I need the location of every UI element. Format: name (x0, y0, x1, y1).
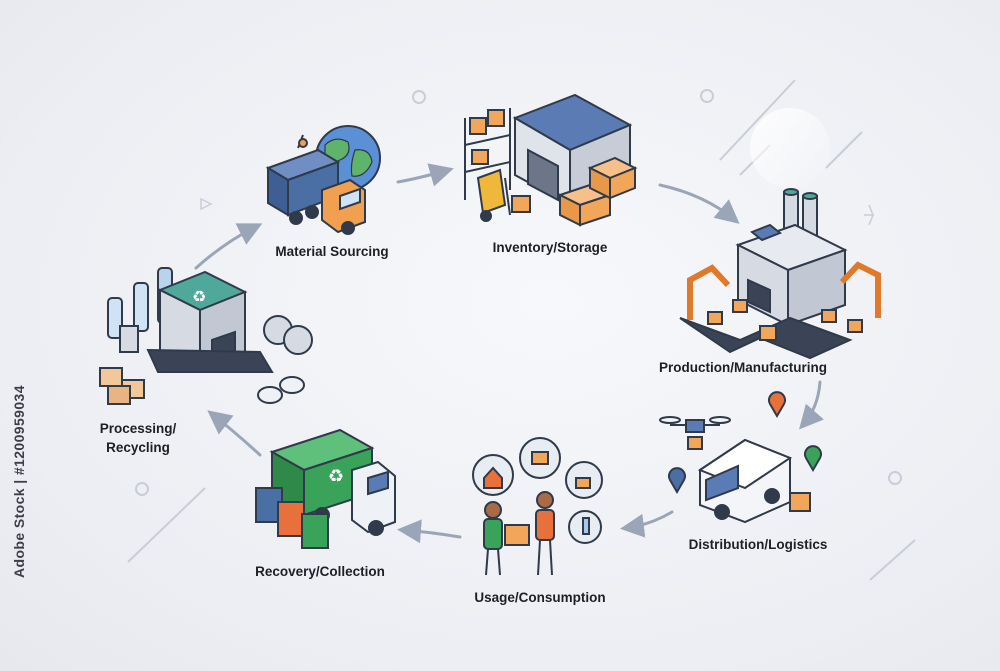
stock-watermark: Adobe Stock | #1200959034 (11, 385, 27, 578)
usage-consumption-illustration (472, 437, 603, 576)
box-stack-icon (557, 156, 638, 227)
stage-label-distribution-logistics: Distribution/Logistics (688, 537, 828, 552)
arrow-production-to-distribution (799, 380, 824, 430)
processing-recycling-illustration: ♻ (99, 267, 313, 405)
forklift-icon (476, 168, 531, 222)
garbage-truck-icon: ♻ (269, 428, 396, 536)
svg-text:♻: ♻ (192, 287, 206, 306)
arrow-recovery-to-processing (207, 410, 262, 457)
robot-arm-icon (687, 261, 881, 320)
svg-text:♻: ♻ (328, 466, 344, 487)
stage-label-production-manufacturing: Production/Manufacturing (659, 360, 827, 375)
storage-rack-icon (464, 108, 511, 200)
production-manufacturing-illustration (679, 188, 881, 360)
stage-label-inventory-storage: Inventory/Storage (492, 240, 608, 255)
arrow-sourcing-to-inventory (396, 163, 454, 187)
thought-bubbles (472, 437, 603, 544)
arrow-distribution-to-usage (620, 510, 674, 538)
flow-arrows (194, 163, 824, 544)
recycling-plant-icon: ♻ (146, 270, 274, 373)
location-pin-icon (668, 391, 822, 494)
background-decor (127, 79, 916, 581)
drone-icon (659, 416, 731, 450)
distribution-logistics-illustration (659, 391, 822, 524)
rolls-icon (257, 376, 305, 404)
material-sourcing-illustration (265, 125, 381, 235)
stage-label-processing-recycling: Processing/ Recycling (99, 421, 177, 455)
people-exchange-icon (483, 491, 555, 576)
conveyor-icon (679, 299, 863, 360)
recycle-bin-icon (255, 487, 329, 549)
arrow-processing-to-sourcing (194, 223, 263, 270)
stage-label-material-sourcing: Material Sourcing (275, 244, 389, 259)
recovery-collection-illustration: ♻ (255, 428, 396, 549)
delivery-van-icon (697, 438, 793, 524)
arrow-inventory-to-production (658, 183, 740, 224)
factory-icon (735, 188, 848, 327)
inventory-storage-illustration (464, 93, 638, 227)
arrow-usage-to-recovery (397, 519, 462, 544)
container-truck-icon (265, 134, 366, 235)
stage-label-recovery-collection: Recovery/Collection (255, 564, 385, 579)
stage-label-usage-consumption: Usage/Consumption (474, 590, 606, 605)
bales-icon (99, 315, 313, 405)
